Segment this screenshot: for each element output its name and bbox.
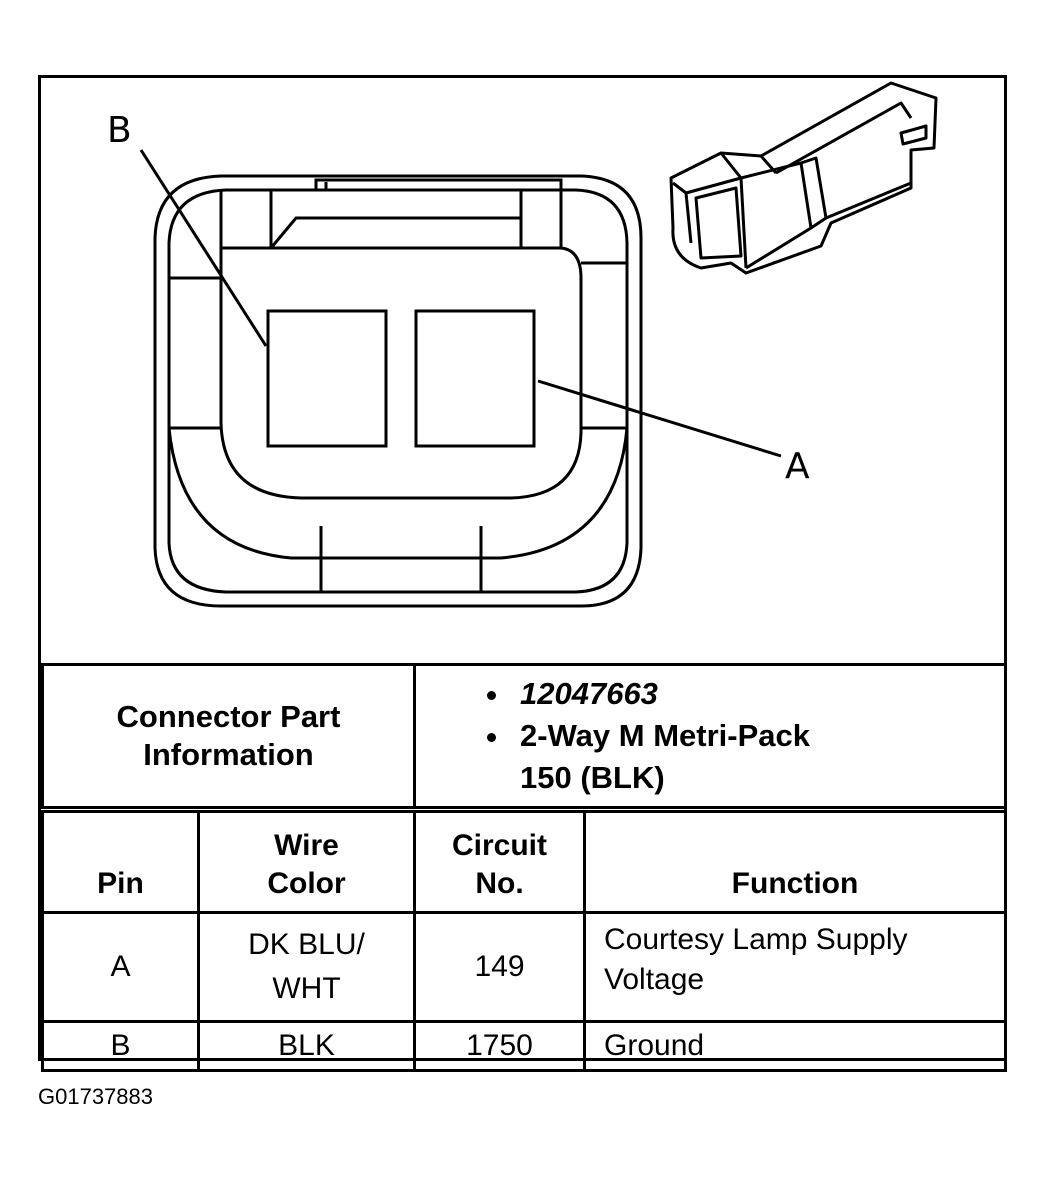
header-pin: Pin [41, 810, 200, 914]
info-title-line2: Information [143, 737, 314, 772]
cell-pin: A [41, 911, 200, 1023]
cell-function: Ground [583, 1020, 1007, 1072]
connector-description: 2-Way M Metri-Pack 150 (BLK) [512, 715, 1004, 799]
connector-diagram: B A [107, 81, 938, 608]
header-circuit-no: Circuit No. [413, 810, 586, 914]
figure-id: G01737883 [38, 1084, 153, 1109]
connector-part-details: 12047663 2-Way M Metri-Pack 150 (BLK) [413, 663, 1007, 809]
cell-wire-color: DK BLU/ WHT [197, 911, 416, 1023]
pin-table-header: Pin Wire Color Circuit No. Function [41, 810, 1007, 914]
cell-wire-color: BLK [197, 1020, 416, 1072]
header-function: Function [583, 810, 1007, 914]
cell-circuit: 1750 [413, 1020, 586, 1072]
connector-part-info-title: Connector Part Information [41, 663, 416, 809]
cell-function: Courtesy Lamp Supply Voltage [583, 911, 1007, 1023]
info-title-line1: Connector Part [116, 699, 341, 734]
table-row: A DK BLU/ WHT 149 Courtesy Lamp Supply V… [41, 911, 1007, 1023]
label-b: B [107, 110, 132, 151]
description-line1: 2-Way M Metri-Pack [520, 718, 810, 753]
part-number: 12047663 [512, 673, 1004, 715]
table-row: B BLK 1750 Ground [41, 1020, 1007, 1072]
callout-a: A [537, 379, 810, 487]
pin-table: Pin Wire Color Circuit No. Function A DK… [41, 810, 1007, 1072]
callout-b: B [107, 110, 268, 347]
cell-circuit: 149 [413, 911, 586, 1023]
connector-perspective-icon [669, 81, 938, 275]
connector-part-info: Connector Part Information 12047663 2-Wa… [41, 663, 1007, 809]
cell-pin: B [41, 1020, 200, 1072]
connector-face [153, 174, 643, 608]
description-line2: 150 (BLK) [520, 760, 665, 795]
header-wire-color: Wire Color [197, 810, 416, 914]
diagram-frame: B A Connector Part Information [38, 75, 1007, 1072]
label-a: A [785, 446, 810, 487]
